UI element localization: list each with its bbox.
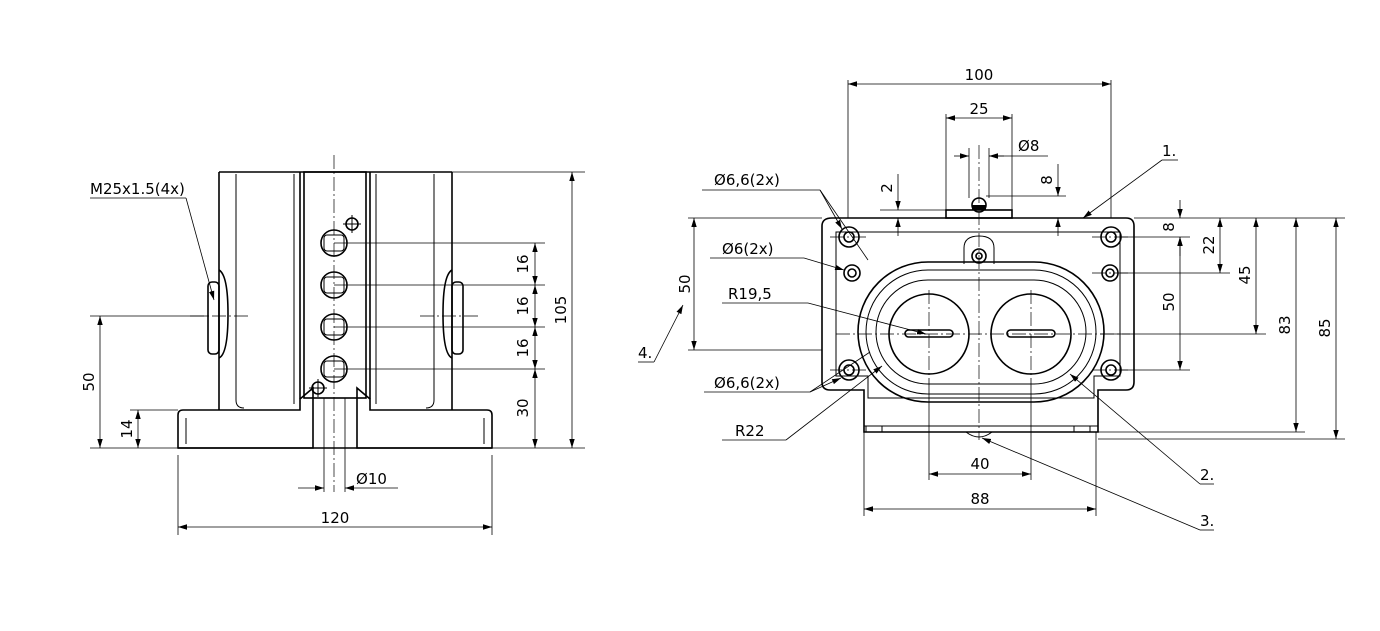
thread-label: M25x1.5(4x)	[90, 180, 185, 198]
dim-45: 45	[1236, 265, 1254, 284]
radius-22: R22	[735, 422, 765, 440]
callout-4: 4.	[638, 344, 652, 362]
dim-50-left: 50	[80, 372, 98, 391]
radius-19-5: R19,5	[728, 285, 772, 303]
top-view: 100 25 Ø8 2 8 Ø6,6(2x) Ø6(2x) R19,5 Ø	[638, 66, 1345, 531]
dim-25: 25	[969, 100, 988, 118]
diameter-8: Ø8	[1018, 137, 1039, 155]
diameter-10: Ø10	[356, 470, 387, 488]
dim-14: 14	[118, 419, 136, 438]
pitch-dim-1: 16	[514, 254, 532, 273]
pitch-dim-2: 16	[514, 296, 532, 315]
dim-30: 30	[514, 398, 532, 417]
dim-88: 88	[970, 490, 989, 508]
callout-3: 3.	[1200, 512, 1214, 530]
dim-2: 2	[878, 183, 896, 193]
callout-2: 2.	[1200, 466, 1214, 484]
dim-8-vert: 8	[1038, 175, 1056, 185]
dim-50-left-top: 50	[676, 274, 694, 293]
dim-8-right: 8	[1160, 222, 1178, 232]
front-view: 16 16 16 30 105 50 14 M25x1.5(4x) Ø10 12…	[80, 155, 585, 535]
dim-120: 120	[321, 509, 350, 527]
pitch-dim-3: 16	[514, 338, 532, 357]
hole-6: Ø6(2x)	[722, 240, 773, 258]
dim-40: 40	[970, 455, 989, 473]
dim-105: 105	[552, 296, 570, 325]
hole-66-top: Ø6,6(2x)	[714, 171, 780, 189]
hole-66-bot: Ø6,6(2x)	[714, 374, 780, 392]
dim-22: 22	[1200, 235, 1218, 254]
dim-100: 100	[965, 66, 994, 84]
dim-85: 85	[1316, 318, 1334, 337]
callout-1: 1.	[1162, 142, 1176, 160]
dim-50-right: 50	[1160, 292, 1178, 311]
dim-83: 83	[1276, 315, 1294, 334]
